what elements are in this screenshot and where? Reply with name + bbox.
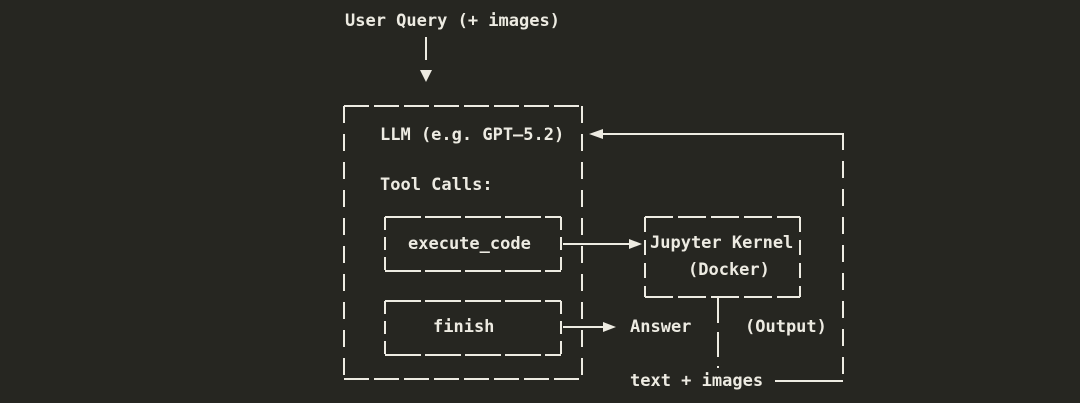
- execute-arrowhead-icon: [629, 239, 642, 249]
- feedback-label: text + images: [630, 371, 764, 391]
- tool-calls-label: Tool Calls:: [380, 175, 493, 195]
- finish-tool-label: finish: [433, 317, 495, 337]
- user-query-label: User Query (+ images): [345, 11, 560, 31]
- finish-arrowhead-icon: [603, 322, 616, 332]
- kernel-title: Jupyter Kernel: [650, 233, 794, 253]
- llm-title: LLM (e.g. GPT–5.2): [380, 125, 565, 145]
- query-arrowhead-icon: [420, 70, 432, 82]
- kernel-subtitle: (Docker): [688, 260, 770, 280]
- execute-code-tool-label: execute_code: [408, 234, 531, 254]
- output-label: (Output): [745, 317, 827, 337]
- answer-label: Answer: [630, 317, 692, 337]
- feedback-arrowhead-icon: [589, 129, 603, 139]
